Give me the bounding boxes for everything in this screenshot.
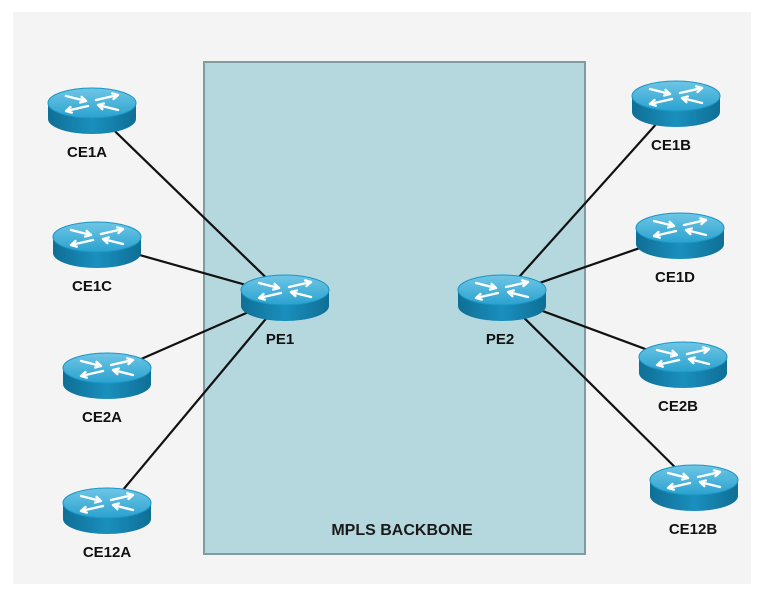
router-label: CE2B [658,398,698,415]
router-label: CE1C [72,278,112,295]
router-label: CE1B [651,137,691,154]
router-icon [631,80,721,127]
router-label: CE1A [67,144,107,161]
link-ce1a-pe1 [91,108,286,297]
routers-layer: CE1A CE1C CE2A CE12A PE1 PE2 CE1B CE1D CE2B CE12B [47,80,739,561]
router-pe2: PE2 [457,274,547,348]
link-ce12a-pe1 [106,295,286,510]
router-ce1c: CE1C [52,221,142,295]
router-ce1d: CE1D [635,212,725,286]
router-icon [638,341,728,388]
router-icon [62,352,152,399]
mpls-backbone-label: MPLS BACKBONE [331,522,473,539]
router-label: PE2 [486,331,514,348]
router-icon [635,212,725,259]
router-ce1a: CE1A [47,87,137,161]
router-ce2b: CE2B [638,341,728,415]
router-icon [52,221,142,268]
router-icon [457,274,547,321]
router-label: CE2A [82,409,122,426]
router-label: CE1D [655,269,695,286]
link-pe2-ce1b [501,101,677,297]
router-label: CE12A [83,544,132,561]
router-ce2a: CE2A [62,352,152,426]
router-ce1b: CE1B [631,80,721,154]
router-ce12a: CE12A [62,487,152,561]
link-pe2-ce12b [501,295,695,487]
router-ce12b: CE12B [649,464,739,538]
router-pe1: PE1 [240,274,330,348]
router-icon [47,87,137,134]
router-icon [649,464,739,511]
router-label: CE12B [669,521,718,538]
router-icon [240,274,330,321]
router-label: PE1 [266,331,294,348]
router-icon [62,487,152,534]
